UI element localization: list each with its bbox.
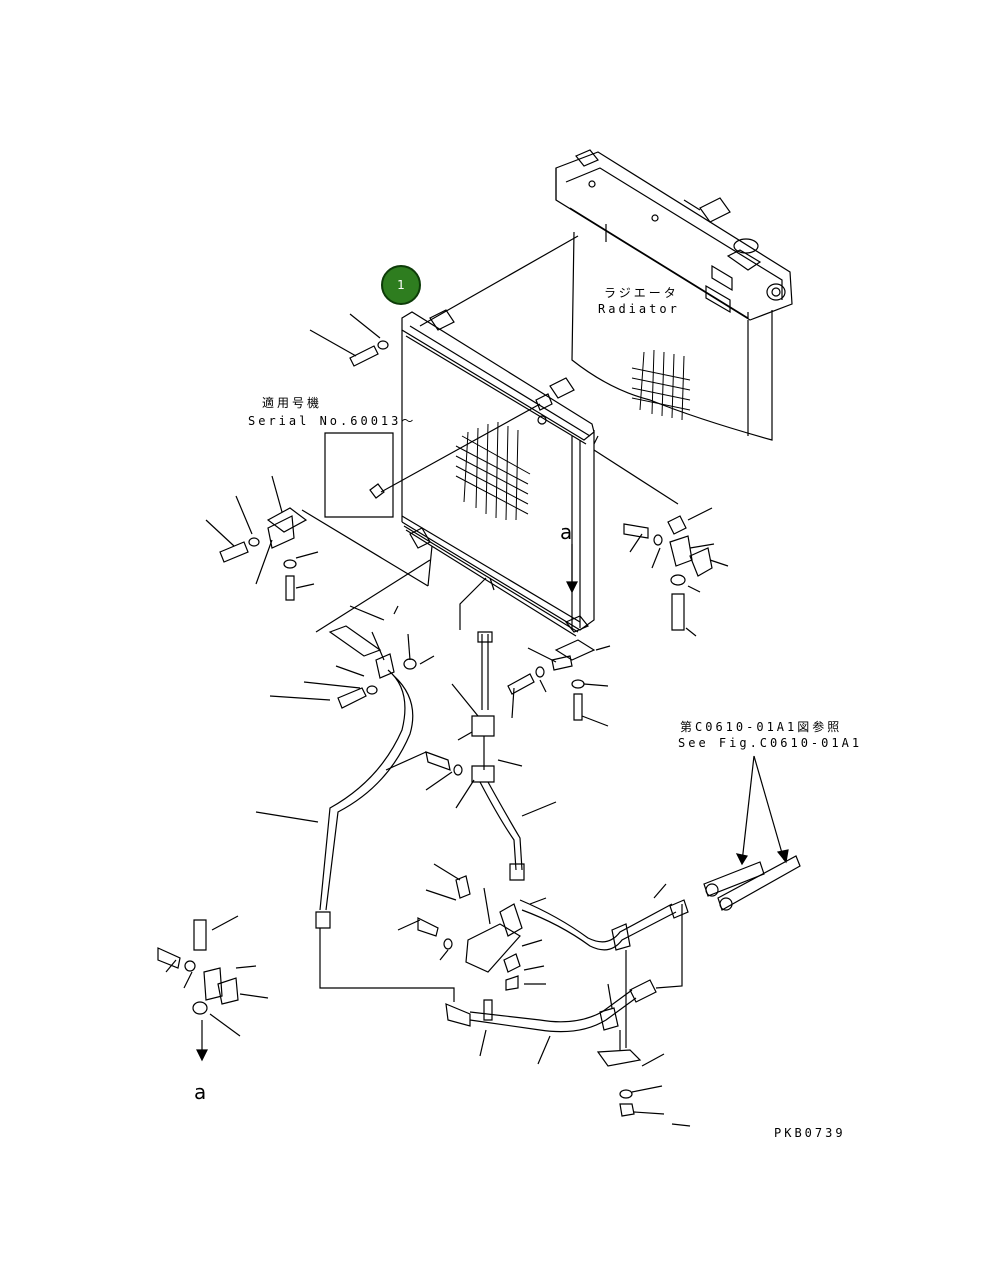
leader-line <box>381 404 540 492</box>
lower-left-parts <box>158 916 268 1060</box>
part-callout-1[interactable]: 1 <box>381 265 421 305</box>
radiator-label-en: Radiator <box>598 302 680 316</box>
figure-code: PKB0739 <box>774 1126 846 1140</box>
bolt-group-upper <box>310 314 388 366</box>
left-bracket-assembly <box>206 476 432 600</box>
lower-centre-assembly <box>398 864 690 1126</box>
see-figure-label-en: See Fig.C0610-01A1 <box>678 736 863 750</box>
left-hose <box>256 560 462 1002</box>
main-radiator <box>402 310 594 636</box>
centre-hose <box>452 578 556 880</box>
reference-arrows <box>704 756 800 910</box>
serial-inset-box <box>325 433 393 517</box>
reference-radiator <box>556 150 792 440</box>
middle-bracket <box>508 640 610 726</box>
marker-a-bottom: a <box>194 1080 207 1104</box>
right-fittings <box>594 450 728 636</box>
serial-label-en: Serial No.60013～ <box>248 414 417 428</box>
leader-line <box>420 236 578 326</box>
serial-label-jp: 適用号機 <box>262 396 323 410</box>
see-figure-label-jp: 第C0610-01A1図参照 <box>680 720 843 734</box>
marker-a-top: a <box>560 520 573 544</box>
radiator-label-jp: ラジエータ <box>604 286 679 300</box>
